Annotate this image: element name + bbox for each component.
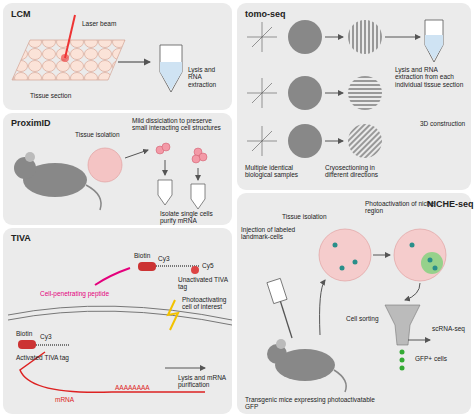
annotation-label: mRNA <box>55 396 74 403</box>
annotation-label: Biotin <box>16 330 32 337</box>
annotation-label: Cy5 <box>202 262 214 269</box>
annotation-label: Tissue section <box>30 92 71 99</box>
annotation-label: Multiple identical biological samples <box>245 164 307 179</box>
annotation-label: Injection of labeled landmark-cells <box>241 226 313 241</box>
annotation-label: Photoactivation of niche region <box>365 200 435 215</box>
annotation-label: Tissue isolation <box>75 131 120 138</box>
annotation-label: 3D construction <box>420 120 466 127</box>
annotation-label: Cell sorting <box>346 315 379 322</box>
annotation-label: Unactivated TIVA tag <box>178 276 228 291</box>
annotation-label: Biotin <box>134 252 150 259</box>
panel-title: ProximID <box>11 118 51 128</box>
annotation-label: Cy3 <box>158 255 170 262</box>
annotation-label: Photoactivating cell of interest <box>182 296 228 311</box>
annotation-label: Cy3 <box>40 333 52 340</box>
annotation-label: Lysis and RNA extraction <box>188 66 230 88</box>
annotation-label: Transgenic mice expressing photoactivata… <box>245 396 385 411</box>
panel-title: LCM <box>11 9 31 19</box>
annotation-label: Cell-penetrating peptide <box>40 290 110 297</box>
annotation-label: Laser beam <box>82 20 116 27</box>
annotation-label: Cryosectioning in different directions <box>325 164 387 179</box>
annotation-label: Activated TIVA tag <box>16 354 76 361</box>
annotation-label: Lysis and RNA extraction from each indiv… <box>395 66 467 88</box>
annotation-label: GFP+ cells <box>415 355 447 362</box>
annotation-label: scRNA-seq <box>432 325 465 332</box>
annotation-label: Isolate single cells purify mRNA <box>160 210 230 225</box>
annotation-label: AAAAAAAA <box>115 384 150 391</box>
annotation-label: Mild dissiciation to preserve small inte… <box>132 117 228 132</box>
panel-title: TIVA <box>11 233 31 243</box>
annotation-label: Lysis and mRNA purification <box>178 374 228 389</box>
panel-title: tomo-seq <box>245 9 286 19</box>
annotation-label: Tissue isolation <box>282 213 327 220</box>
